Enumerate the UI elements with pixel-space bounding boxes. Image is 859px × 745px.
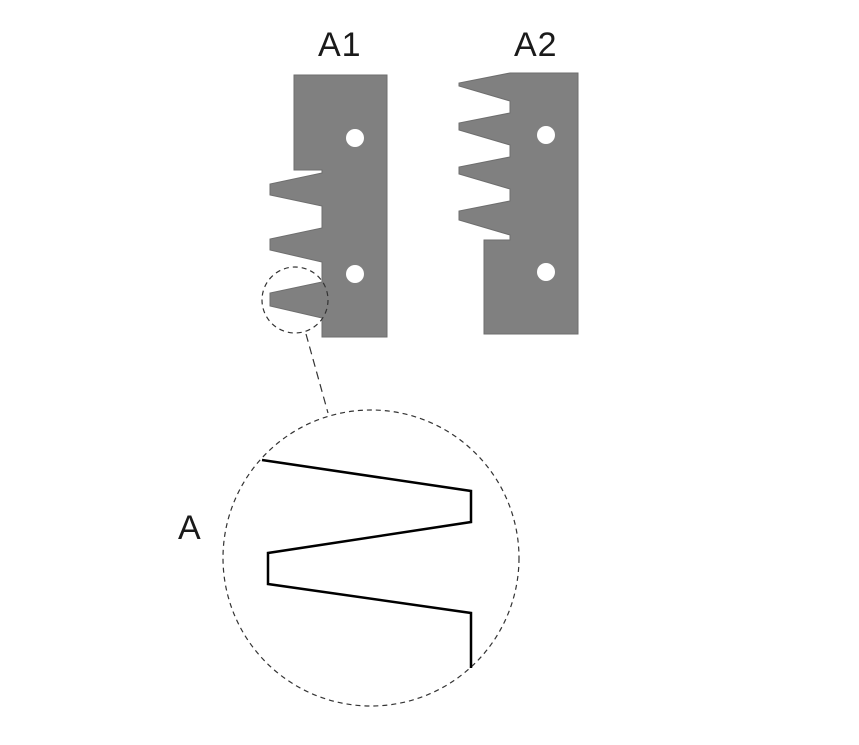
knife-a2-mounting-hole-bottom (537, 263, 555, 281)
detail-leader-line (305, 333, 329, 414)
knife-a2-mounting-hole-top (537, 126, 555, 144)
knife-a2 (458, 72, 579, 335)
knife-a1 (269, 74, 388, 338)
knife-a1-mounting-hole-top (346, 129, 364, 147)
detail-magnified-circle (222, 409, 520, 707)
knife-a1-mounting-hole-bottom (346, 265, 364, 283)
knife-a1-label: A1 (318, 26, 362, 64)
detail-a-label: A (178, 509, 202, 547)
magnified-tooth-profile (261, 458, 473, 668)
detail-marker-circle (261, 266, 329, 334)
knife-a2-label: A2 (514, 26, 558, 64)
